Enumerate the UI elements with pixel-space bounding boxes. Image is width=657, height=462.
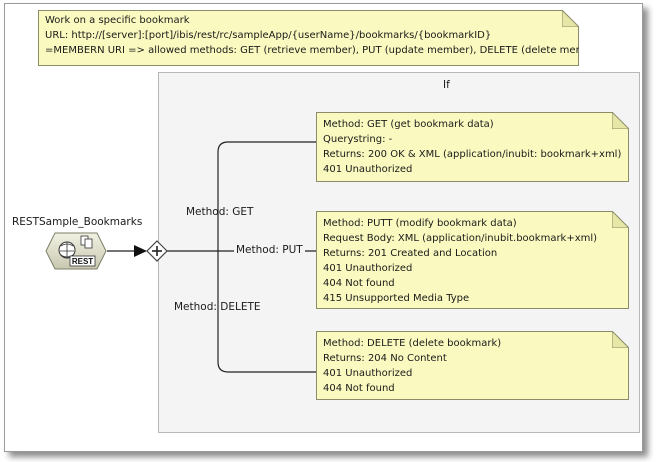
note-line: Method: GET (get bookmark data) [323,119,494,130]
note-line: 404 Not found [323,383,395,394]
plus-gateway-icon[interactable] [146,240,168,262]
rest-icon-text: REST [72,257,93,266]
delete-note[interactable]: Method: DELETE (delete bookmark) Returns… [316,331,629,400]
note-line: 415 Unsupported Media Type [323,293,470,304]
note-fold-icon [612,331,629,348]
branch-label-put: Method: PUT [234,244,305,256]
note-line: 404 Not found [323,278,395,289]
note-fold-icon [612,112,629,129]
top-note[interactable]: Work on a specific bookmark URL: http://… [38,10,579,66]
branch-label-delete: Method: DELETE [174,301,261,313]
note-fold-icon [612,211,629,228]
note-line: Returns: 204 No Content [323,353,447,364]
top-note-line: URL: http://[server]:[port]/ibis/rest/rc… [45,30,492,41]
note-line: Querystring: - [323,134,393,145]
note-line: Method: PUTT (modify bookmark data) [323,218,517,229]
note-line: 401 Unauthorized [323,368,413,379]
note-fold-icon [562,10,579,27]
put-note[interactable]: Method: PUTT (modify bookmark data) Requ… [316,211,629,309]
top-note-line: =MEMBERN URI => allowed methods: GET (re… [45,45,606,56]
start-label: RESTSample_Bookmarks [12,216,143,228]
top-note-line: Work on a specific bookmark [45,15,190,26]
note-line: Method: DELETE (delete bookmark) [323,338,502,349]
if-label: If [443,79,450,91]
note-line: Returns: 201 Created and Location [323,248,498,259]
branch-label-get: Method: GET [186,206,254,218]
note-line: 401 Unauthorized [323,164,413,175]
note-line: Request Body: XML (application/inubit.bo… [323,233,598,244]
rest-service-icon[interactable]: REST [45,232,107,270]
note-line: Returns: 200 OK & XML (application/inubi… [323,149,622,160]
get-note[interactable]: Method: GET (get bookmark data) Querystr… [316,112,629,182]
note-line: 401 Unauthorized [323,263,413,274]
